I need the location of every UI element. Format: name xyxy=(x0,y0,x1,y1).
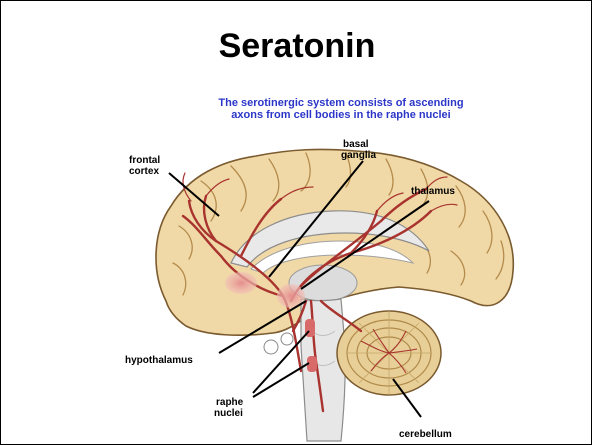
label-raphe-nuclei: raphe nuclei xyxy=(214,397,246,419)
label-basal-ganglia: basal ganglia xyxy=(341,139,376,161)
label-frontal-cortex: frontal cortex xyxy=(129,155,163,177)
basal-ganglia-glow xyxy=(225,272,257,294)
label-hypothalamus: hypothalamus xyxy=(125,355,193,366)
label-thalamus: thalamus xyxy=(411,186,455,197)
label-cerebellum: cerebellum xyxy=(399,429,452,440)
